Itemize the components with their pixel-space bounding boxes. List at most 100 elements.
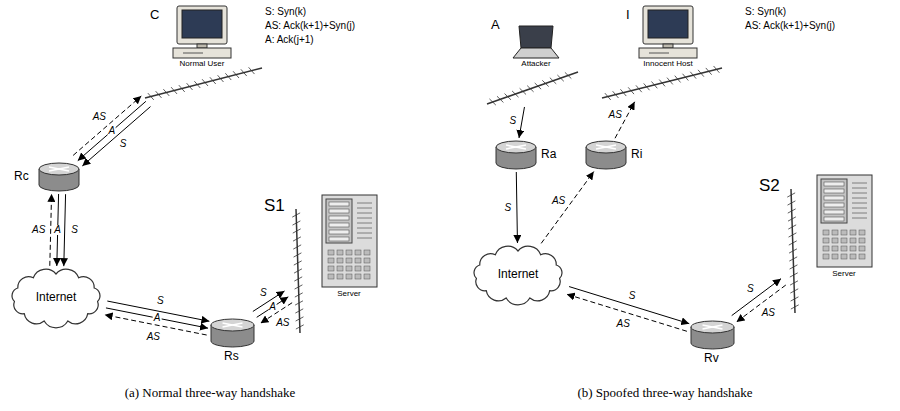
lan-hatch <box>542 80 548 86</box>
lan-hatch <box>788 201 796 205</box>
node-icon <box>38 162 80 192</box>
lan-hatch <box>210 77 216 84</box>
lan-hatch <box>628 87 634 94</box>
message-label: S <box>509 116 518 126</box>
node-caption: Attacker <box>521 60 550 69</box>
node-label: Rc <box>14 170 29 183</box>
node-label: Internet <box>498 268 539 281</box>
lan-hatch <box>295 301 303 305</box>
node-icon <box>785 175 880 315</box>
node-label: Internet <box>36 291 77 304</box>
message-arrow <box>569 287 689 324</box>
lan-hatch <box>605 93 611 100</box>
lan-hatch <box>489 99 495 105</box>
node-label: Ra <box>541 148 556 161</box>
lan-hatch <box>249 67 255 74</box>
lan-hatch <box>241 69 247 76</box>
lan-hatch <box>644 83 650 90</box>
message-label: AS <box>608 110 623 120</box>
message-label: S <box>746 284 755 294</box>
lan-hatch <box>202 79 208 86</box>
message-label: A <box>268 302 277 312</box>
message-label: S <box>119 139 128 149</box>
lan-hatch <box>512 91 518 97</box>
cloud-outline <box>12 269 100 328</box>
server-icon <box>817 175 872 267</box>
lan-hatch <box>706 68 712 75</box>
lan-hatch <box>225 73 231 80</box>
desktop-computer-icon <box>173 6 231 58</box>
lan-hatch <box>690 72 696 79</box>
message-arrow <box>257 297 289 317</box>
router-icon <box>496 141 536 169</box>
lan-hatch <box>557 75 563 81</box>
cloud-outline <box>474 246 562 305</box>
lan-hatch <box>790 289 798 293</box>
lan-hatch <box>233 71 239 78</box>
router-icon <box>691 321 734 349</box>
node-icon <box>598 4 725 100</box>
lan-hatch <box>787 193 795 197</box>
lan-hatch <box>295 309 303 313</box>
lan-hatch <box>789 257 797 261</box>
node-label: S1 <box>264 197 285 216</box>
node-icon <box>290 195 385 335</box>
lan-hatch <box>535 83 541 89</box>
lan-hatch <box>667 78 673 85</box>
lan-segment <box>145 68 262 98</box>
lan-hatch <box>790 281 798 285</box>
node-label: A <box>491 18 500 32</box>
lan-hatch <box>791 297 799 301</box>
message-label: AS <box>275 318 290 328</box>
attacker-laptop: A Attacker <box>485 18 580 105</box>
internet-cloud: Internet <box>8 268 104 328</box>
node-label: S2 <box>759 177 780 196</box>
server: S1Server <box>290 195 385 335</box>
lan-hatch <box>788 209 796 213</box>
node-label: Ri <box>631 148 642 161</box>
lan-hatch <box>293 237 301 241</box>
lan-segment <box>602 68 722 98</box>
lan-hatch <box>791 305 799 309</box>
lan-hatch <box>790 273 798 277</box>
lan-hatch <box>550 78 556 84</box>
lan-hatch <box>171 87 177 94</box>
legend-entry: A: Ack(j+1) <box>265 34 314 45</box>
lan-hatch <box>295 285 303 289</box>
lan-hatch <box>293 229 301 233</box>
message-arrow <box>615 102 635 138</box>
message-arrow <box>516 172 517 243</box>
lan-hatch <box>292 213 300 217</box>
lan-hatch <box>788 225 796 229</box>
message-arrow <box>64 194 66 266</box>
node-caption: Innocent Host <box>643 60 692 69</box>
node-label: Rv <box>704 352 719 365</box>
message-arrow <box>253 291 285 311</box>
node-caption: Normal User <box>180 60 225 69</box>
caption: (b) Spoofed three-way handshake <box>577 386 752 400</box>
node-label: C <box>150 8 159 22</box>
legend-entry: S: Syn(k) <box>265 6 306 17</box>
node-icon <box>690 320 735 350</box>
laptop-icon <box>513 26 559 58</box>
node-caption: Server <box>832 270 856 279</box>
lan-hatch <box>675 76 681 83</box>
message-arrow <box>737 285 786 322</box>
lan-hatch <box>520 88 526 94</box>
message-label: S <box>70 225 79 235</box>
lan-hatch <box>194 81 200 88</box>
lan-hatch <box>527 86 533 92</box>
lan-hatch <box>294 277 302 281</box>
router: Rs <box>210 318 255 348</box>
message-label: S <box>628 291 637 301</box>
lan-hatch <box>296 325 304 329</box>
message-label: AS <box>616 319 631 329</box>
lan-hatch <box>293 245 301 249</box>
message-label: AS <box>92 112 107 122</box>
lan-hatch <box>156 91 162 98</box>
message-label: AS <box>761 308 776 318</box>
message-arrow <box>73 96 141 155</box>
message-label: AS <box>31 225 46 235</box>
